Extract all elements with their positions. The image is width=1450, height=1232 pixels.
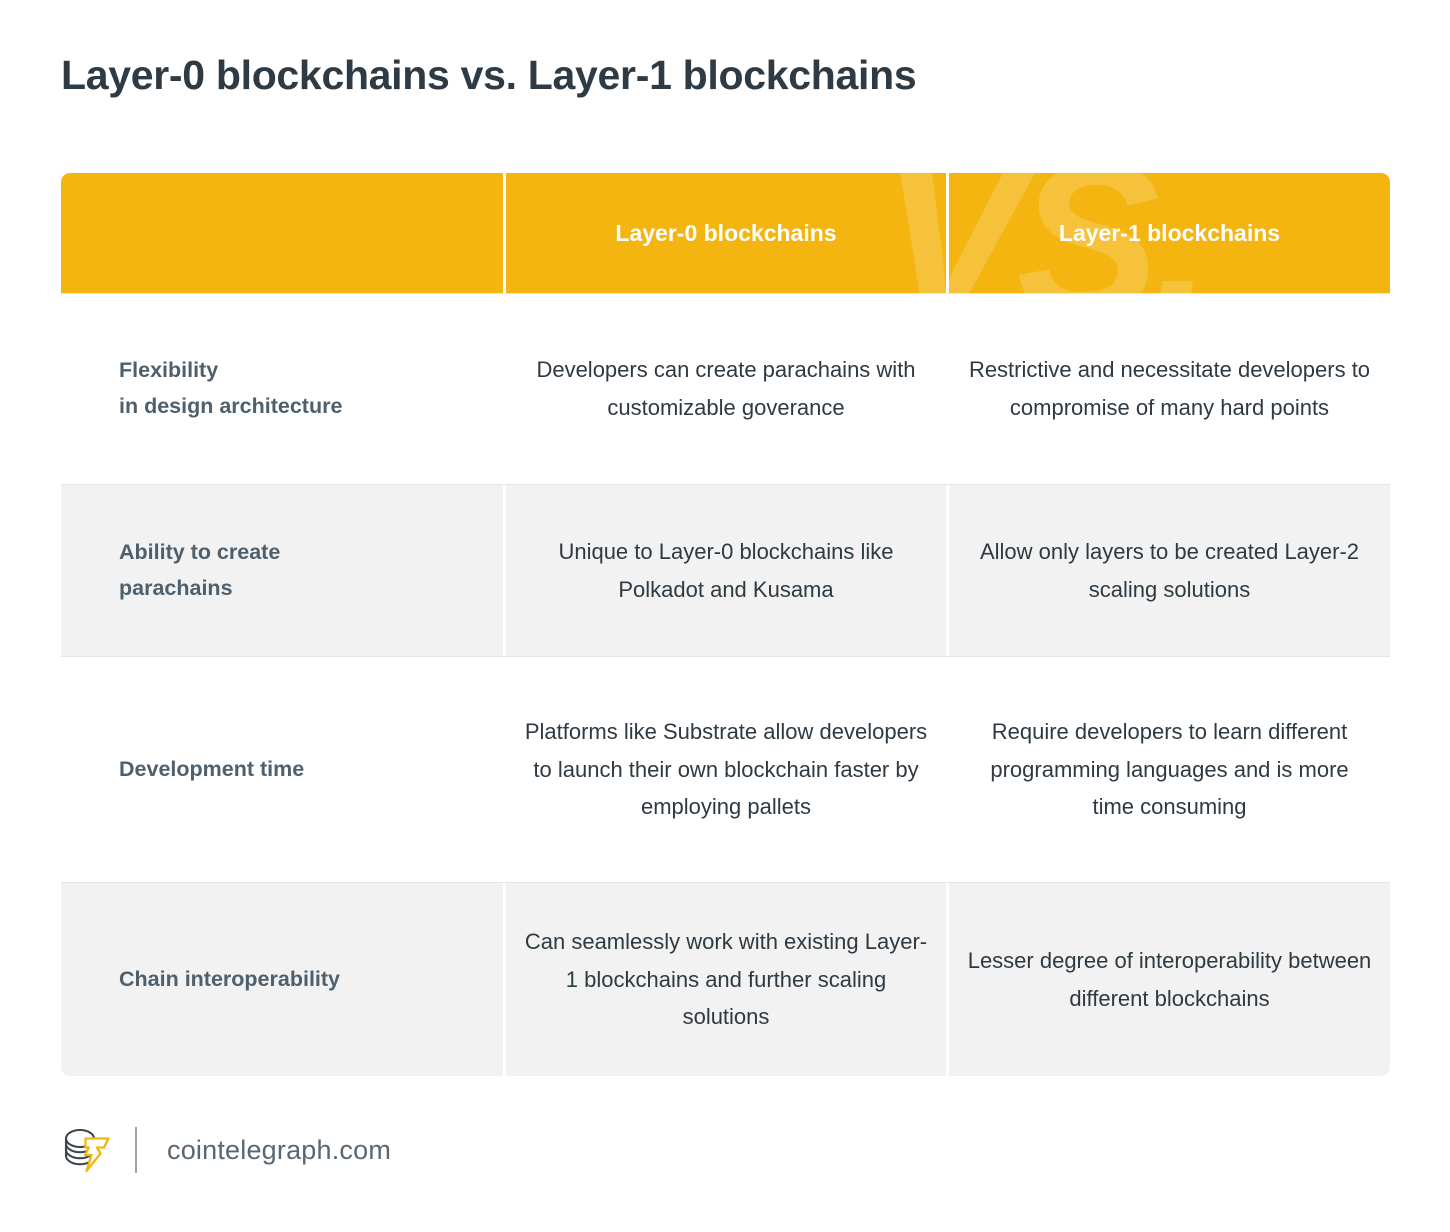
cell-layer1: Allow only layers to be created Layer-2 …: [946, 485, 1390, 656]
comparison-table: VS. Layer-0 blockchains Layer-1 blockcha…: [61, 173, 1390, 1076]
cointelegraph-logo-icon: [64, 1128, 110, 1173]
table-row: Chain interoperability Can seamlessly wo…: [61, 882, 1390, 1076]
cell-layer1-text: Restrictive and necessitate developers t…: [968, 357, 1371, 420]
row-label: Flexibility in design architecture: [61, 294, 503, 484]
table-row: Ability to create parachains Unique to L…: [61, 484, 1390, 656]
cell-layer0: Can seamlessly work with existing Layer-…: [503, 883, 946, 1076]
table-header-cell-criterion: [61, 173, 503, 293]
cell-layer0-text: Unique to Layer-0 blockchains like Polka…: [558, 538, 894, 602]
cell-layer0-text: Developers can create parachains with cu…: [536, 357, 916, 420]
row-label-text: Development time: [119, 756, 305, 781]
table-header-row: VS. Layer-0 blockchains Layer-1 blockcha…: [61, 173, 1390, 293]
row-label: Ability to create parachains: [61, 485, 503, 656]
table-row: Flexibility in design architecture Devel…: [61, 293, 1390, 484]
table-header-cell-layer1: Layer-1 blockchains: [946, 173, 1390, 293]
cell-layer1-text: Require developers to learn different pr…: [990, 718, 1349, 820]
cell-layer0: Unique to Layer-0 blockchains like Polka…: [503, 485, 946, 656]
cell-layer1-text: Lesser degree of interoperability betwee…: [967, 947, 1372, 1011]
cell-layer0-text: Platforms like Substrate allow developer…: [524, 718, 928, 820]
cell-layer1: Require developers to learn different pr…: [946, 657, 1390, 882]
cell-layer1: Lesser degree of interoperability betwee…: [946, 883, 1390, 1076]
row-label: Development time: [61, 657, 503, 882]
footer-site-label: cointelegraph.com: [167, 1134, 392, 1165]
cell-layer0: Developers can create parachains with cu…: [503, 294, 946, 484]
row-label-text: Flexibility in design architecture: [119, 358, 343, 418]
row-label: Chain interoperability: [61, 883, 503, 1076]
page-title: Layer-0 blockchains vs. Layer-1 blockcha…: [61, 52, 917, 98]
cell-layer1-text: Allow only layers to be created Layer-2 …: [979, 538, 1360, 602]
cell-layer0-text: Can seamlessly work with existing Layer-…: [524, 928, 928, 1030]
cell-layer0: Platforms like Substrate allow developer…: [503, 657, 946, 882]
cell-layer1: Restrictive and necessitate developers t…: [946, 294, 1390, 484]
footer: cointelegraph.com: [61, 1118, 391, 1182]
row-label-text: Chain interoperability: [119, 966, 341, 991]
table-header-cell-layer0: Layer-0 blockchains: [503, 173, 946, 293]
table-row: Development time Platforms like Substrat…: [61, 656, 1390, 882]
footer-divider: [135, 1127, 137, 1173]
row-label-text: Ability to create parachains: [119, 539, 281, 600]
